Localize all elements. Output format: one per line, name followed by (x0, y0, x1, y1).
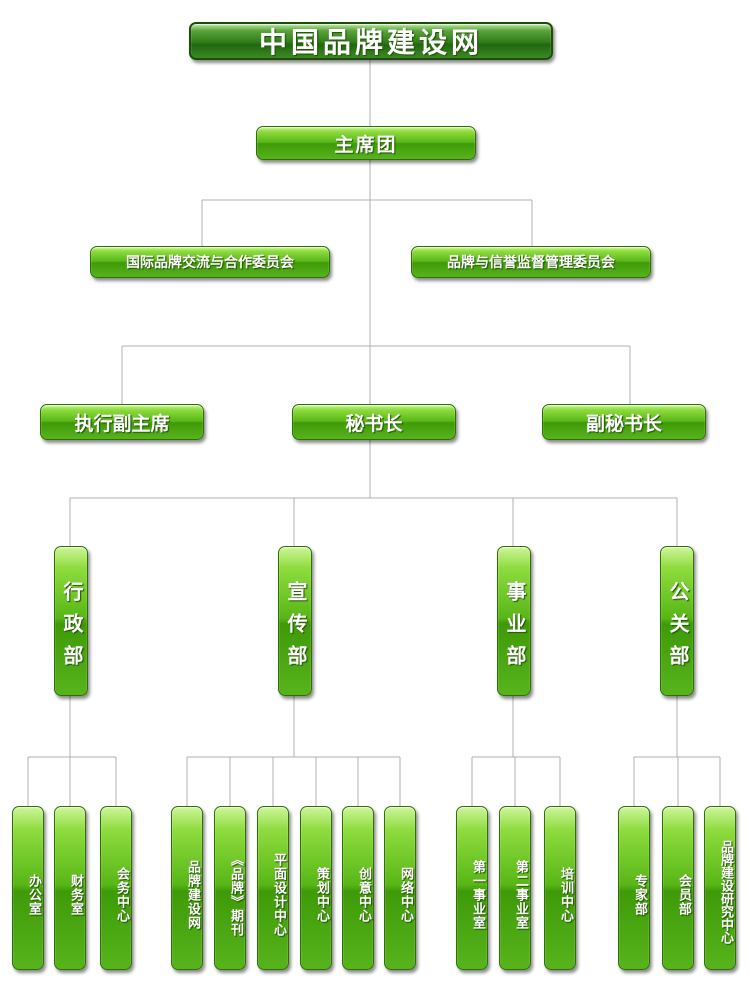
committee-node-0: 国际品牌交流与合作委员会 (90, 246, 330, 278)
org-title-node: 中国品牌建设网 (189, 22, 553, 60)
committee-label: 品牌与信誉监督管理委员会 (447, 255, 615, 271)
unit-node: 平面设计中心 (257, 806, 289, 970)
unit-label: 会务中心 (114, 867, 129, 923)
unit-label: 策划中心 (314, 867, 329, 923)
department-label: 公关部 (666, 581, 690, 677)
org-title-label: 中国品牌建设网 (258, 26, 483, 59)
unit-node: 培训中心 (544, 806, 576, 970)
unit-node: 第二事业室 (499, 806, 531, 970)
unit-node: 创意中心 (342, 806, 374, 970)
unit-node: 策划中心 (300, 806, 332, 970)
leader-node-deputy-secretary-general: 副秘书长 (542, 404, 706, 440)
presidium-label: 主席团 (334, 133, 398, 156)
unit-label: 创意中心 (356, 867, 371, 923)
unit-node: 专家部 (618, 806, 650, 970)
leader-label: 秘书长 (345, 412, 403, 435)
leader-node-secretary-general: 秘书长 (292, 404, 456, 440)
committee-node-1: 品牌与信誉监督管理委员会 (411, 246, 651, 278)
unit-node: 《品牌》期刊 (214, 806, 246, 970)
department-node-publicity: 宣传部 (278, 546, 312, 696)
presidium-node: 主席团 (256, 126, 476, 160)
unit-label: 第一事业室 (470, 860, 485, 930)
unit-label: 培训中心 (558, 867, 573, 923)
committee-label: 国际品牌交流与合作委员会 (126, 255, 294, 271)
department-node-administration: 行政部 (54, 546, 88, 696)
unit-node: 网络中心 (384, 806, 416, 970)
unit-node: 品牌建设网 (171, 806, 203, 970)
unit-label: 专家部 (632, 874, 647, 916)
leader-node-executive-vice-chairman: 执行副主席 (40, 404, 204, 440)
department-node-business: 事业部 (497, 546, 531, 696)
unit-node: 办公室 (12, 806, 44, 970)
unit-node: 第一事业室 (456, 806, 488, 970)
unit-label: 品牌建设研究中心 (718, 840, 733, 944)
unit-label: 品牌建设网 (185, 860, 200, 930)
leader-label: 执行副主席 (74, 412, 170, 435)
unit-label: 办公室 (26, 874, 41, 916)
unit-node: 财务室 (54, 806, 86, 970)
unit-label: 财务室 (68, 874, 83, 916)
leader-label: 副秘书长 (585, 412, 662, 435)
unit-label: 会员部 (676, 874, 691, 916)
unit-label: 《品牌》期刊 (228, 853, 243, 937)
department-label: 宣传部 (284, 581, 308, 677)
unit-label: 网络中心 (398, 867, 413, 923)
unit-label: 平面设计中心 (271, 853, 286, 937)
unit-label: 第二事业室 (513, 860, 528, 930)
department-node-public-relations: 公关部 (660, 546, 694, 696)
department-label: 事业部 (503, 581, 527, 677)
department-label: 行政部 (60, 581, 84, 677)
unit-node: 会员部 (662, 806, 694, 970)
unit-node: 会务中心 (100, 806, 132, 970)
unit-node: 品牌建设研究中心 (704, 806, 736, 970)
